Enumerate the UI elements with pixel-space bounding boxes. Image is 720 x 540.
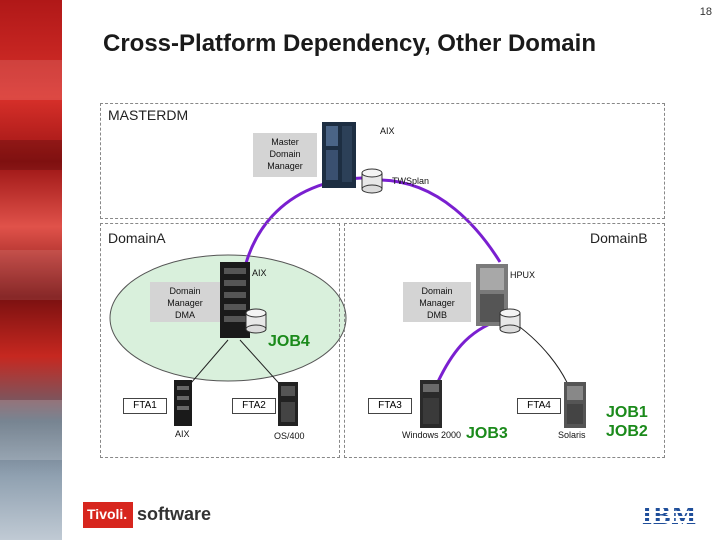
master-domain-label: MASTERDM bbox=[108, 107, 189, 123]
fta4-server-icon bbox=[564, 382, 586, 428]
domain-a-server-icon bbox=[220, 262, 250, 338]
master-database-label: TWSplan bbox=[392, 176, 430, 186]
fta2-os-label: OS/400 bbox=[274, 431, 305, 441]
job2-label: JOB2 bbox=[606, 423, 648, 440]
svg-text:IBM: IBM bbox=[642, 501, 697, 528]
fta1-os-label: AIX bbox=[175, 429, 190, 439]
domain-a-label: DomainA bbox=[108, 230, 166, 246]
fta1-server-icon bbox=[174, 380, 192, 426]
fta3-server-icon bbox=[420, 380, 442, 428]
fta2-label: FTA2 bbox=[232, 398, 276, 414]
domain-a-os-label: AIX bbox=[252, 268, 267, 278]
decorative-side-stripe bbox=[0, 0, 62, 540]
domain-b-database-icon bbox=[499, 308, 521, 334]
domain-a-manager-label: Domain Manager DMA bbox=[150, 282, 220, 322]
master-os-label: AIX bbox=[380, 126, 395, 136]
fta1-label: FTA1 bbox=[123, 398, 167, 414]
page-number: 18 bbox=[699, 6, 712, 18]
link-master-to-dmb bbox=[377, 178, 502, 263]
master-database-icon bbox=[361, 168, 383, 194]
job3-label: JOB3 bbox=[466, 425, 508, 442]
fta3-label: FTA3 bbox=[368, 398, 412, 414]
domain-a-database-icon bbox=[245, 308, 267, 334]
link-dma-to-fta2 bbox=[239, 339, 286, 391]
domain-b-label: DomainB bbox=[590, 230, 648, 246]
fta4-label: FTA4 bbox=[517, 398, 561, 414]
domain-b-manager-label: Domain Manager DMB bbox=[403, 282, 471, 322]
ibm-logo: IBM bbox=[640, 501, 700, 528]
master-domain-box bbox=[100, 103, 665, 219]
domain-b-os-label: HPUX bbox=[510, 270, 536, 280]
tivoli-software-text: software bbox=[137, 504, 212, 524]
master-domain-manager-label: Master Domain Manager bbox=[253, 133, 317, 177]
domain-b-box bbox=[344, 223, 665, 458]
page-title: Cross-Platform Dependency, Other Domain bbox=[103, 30, 596, 57]
job4-label: JOB4 bbox=[268, 333, 310, 350]
job1-label: JOB1 bbox=[606, 404, 648, 421]
tivoli-logo: Tivoli. bbox=[83, 502, 133, 528]
fta4-os-label: Solaris bbox=[558, 430, 586, 440]
domain-a-box bbox=[100, 223, 340, 458]
fta3-os-label: Windows 2000 bbox=[402, 430, 462, 440]
fta2-server-icon bbox=[278, 382, 298, 426]
link-dma-to-fta1 bbox=[184, 339, 229, 391]
master-server-icon bbox=[322, 122, 356, 188]
